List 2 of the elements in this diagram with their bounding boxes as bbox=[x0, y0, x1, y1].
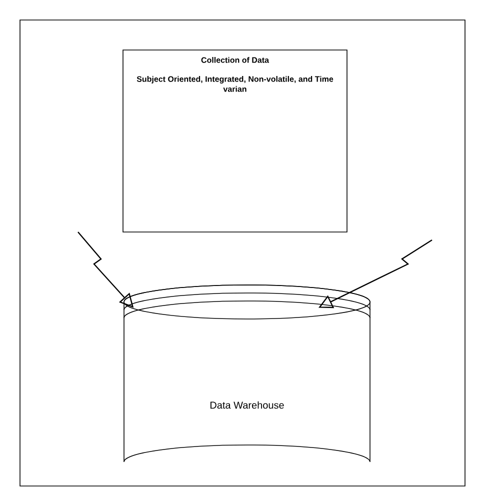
database-cylinder: Data Warehouse bbox=[124, 284, 370, 462]
text-box: Collection of Data Subject Oriented, Integrated, Non-volatile, and Time varian bbox=[122, 50, 348, 232]
